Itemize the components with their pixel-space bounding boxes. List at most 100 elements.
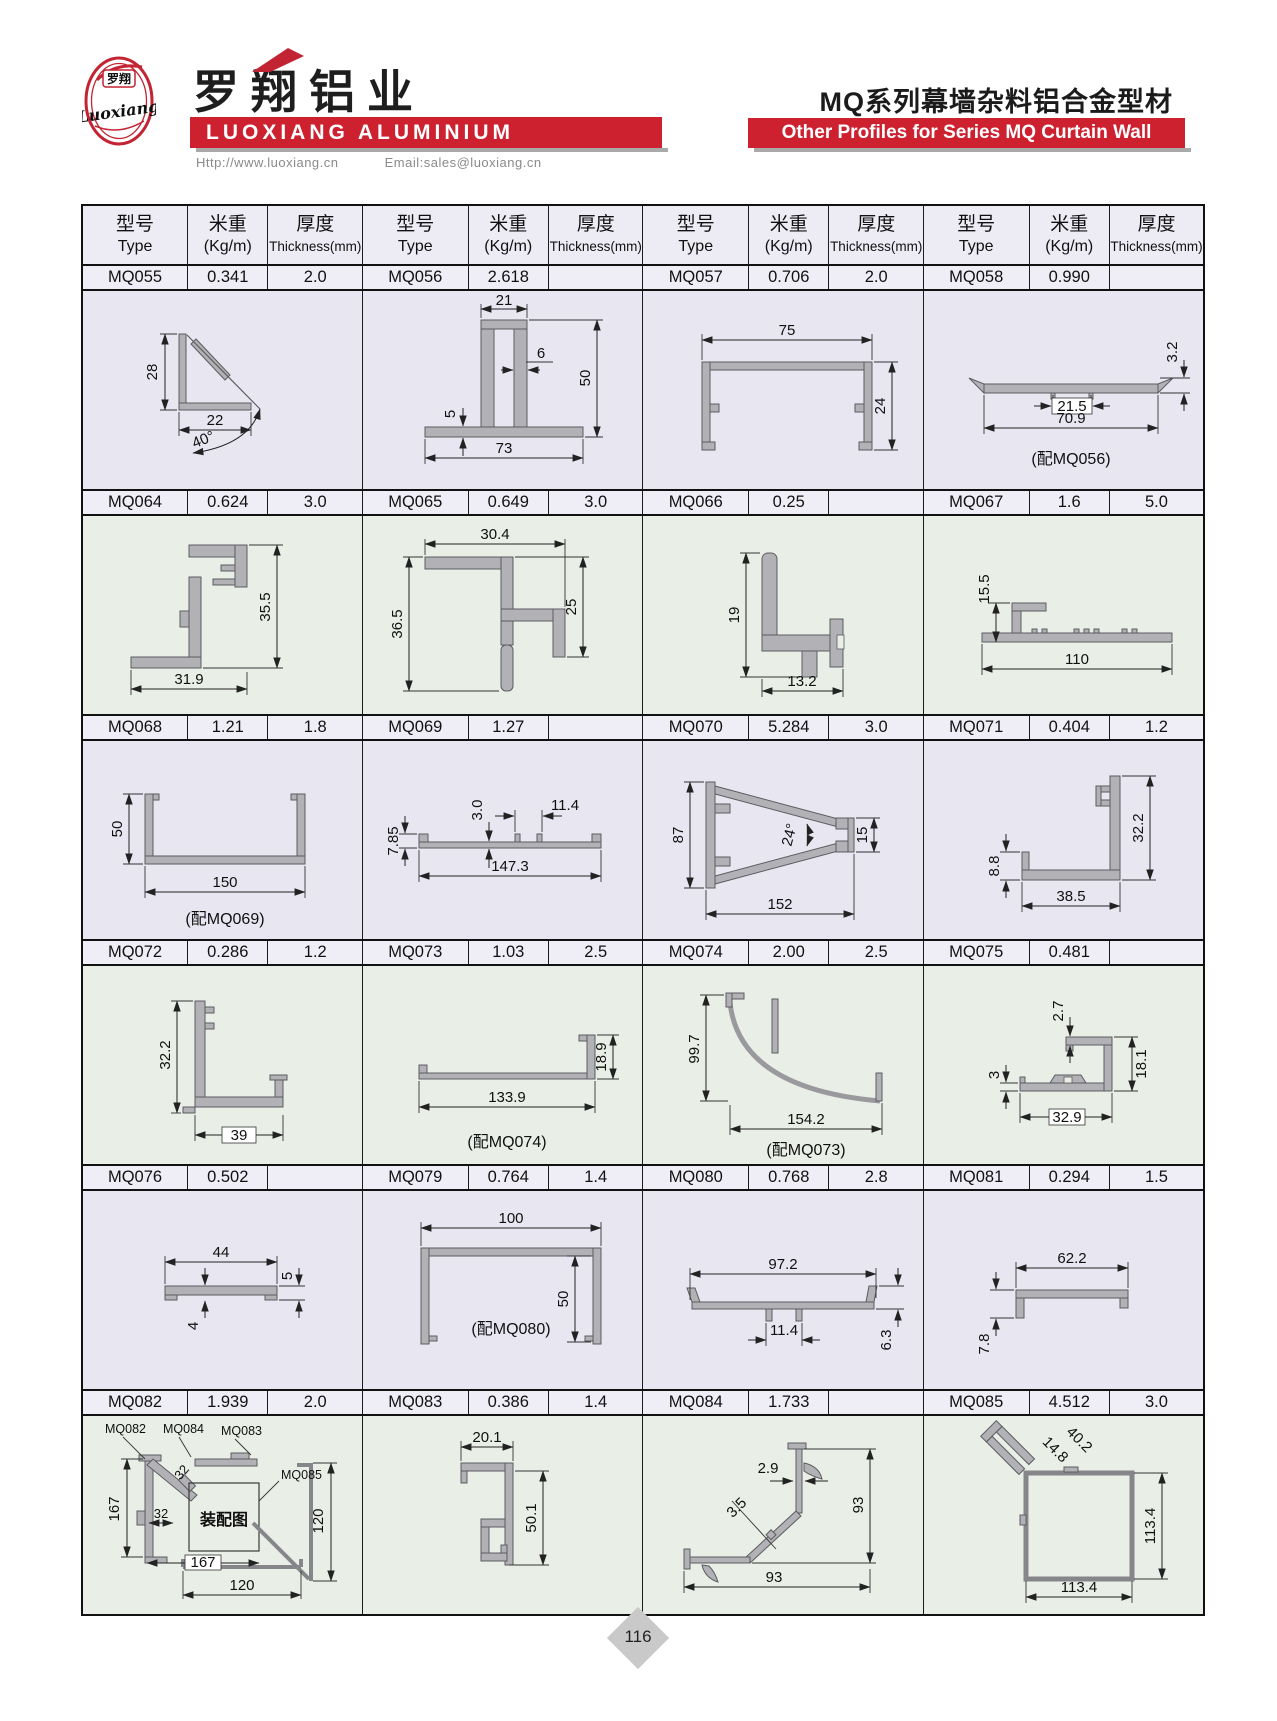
profile-shape: [980, 1419, 1135, 1582]
dim-label: 93: [850, 1497, 867, 1514]
drawing-cell-mq074: 99.7 154.2 (配MQ073): [642, 964, 924, 1166]
thickness-cell: 1.2: [267, 939, 363, 966]
type-cell: MQ066: [642, 489, 750, 516]
profile-drawing-mq085: 40.2 14.8 113.4 113.4: [980, 1419, 1168, 1603]
type-cell: MQ057: [642, 264, 750, 291]
weight-cell: 0.404: [1028, 714, 1110, 741]
dimensions: 21 6 50 5 73: [424, 292, 604, 464]
assembly-caption: 装配图: [199, 1510, 248, 1529]
profile-shape: [420, 1247, 602, 1345]
dimensions: 97.2 11.4 6.3: [689, 1256, 904, 1350]
dim-label: 4: [185, 1322, 202, 1330]
profile-shape: [1019, 1036, 1113, 1092]
type-cell: MQ067: [922, 489, 1030, 516]
thickness-cell: [1108, 939, 1205, 966]
profile-shape: [685, 1285, 878, 1322]
drawing-cell-mq055: 28 22 40°: [81, 289, 363, 491]
type-cell: MQ083: [361, 1389, 469, 1416]
dim-label: 154.2: [787, 1111, 825, 1128]
profile-shape: [968, 377, 1174, 400]
dim-label: 24°: [778, 822, 800, 848]
dim-label: 87: [670, 827, 687, 844]
dim-label: 50: [577, 370, 594, 387]
weight-cell: 0.386: [467, 1389, 549, 1416]
thickness-cell: [547, 714, 644, 741]
dim-label: 35.5: [257, 592, 274, 621]
weight-cell: 1.03: [467, 939, 549, 966]
drawing-cell-mq067: 15.5 110: [922, 514, 1205, 716]
profile-drawing-mq076: 44 5 4: [164, 1244, 305, 1330]
dim-label: 5: [279, 1272, 296, 1280]
dim-label: 20.1: [473, 1429, 502, 1446]
dim-label: 24: [872, 398, 889, 415]
dim-label: 75: [778, 322, 795, 339]
profile-shape: [418, 833, 602, 849]
drawing-cell-mq075: 2.7 18.1 3 32.9: [922, 964, 1205, 1166]
dim-label: 152: [767, 896, 792, 913]
thickness-cell: [828, 489, 924, 516]
spec-row: MQ076 0.502 MQ079 0.764 1.4 MQ080 0.768 …: [81, 1164, 1205, 1191]
type-cell: MQ081: [922, 1164, 1030, 1191]
drawing-row: 32.2 39 1: [81, 964, 1205, 1166]
dimensions: 35.5 31.9: [130, 544, 283, 695]
dim-label: 11.4: [770, 1322, 798, 1339]
drawing-cell-mq076: 44 5 4: [81, 1189, 363, 1391]
dim-label: 32: [154, 1506, 168, 1521]
thickness-cell: 3.0: [267, 489, 363, 516]
profile-shape: [418, 1034, 596, 1080]
contact-line: Http://www.luoxiang.cn Email:sales@luoxi…: [196, 155, 584, 170]
type-cell: MQ074: [642, 939, 750, 966]
drawing-cell-mq084: 2.9 3.5 93 93: [642, 1414, 924, 1616]
dim-label: 113.4: [1142, 1508, 1159, 1544]
profile-drawing-mq068: 50 150 (配MQ069): [109, 793, 306, 928]
dimensions: 2.9 3.5 93 93: [683, 1448, 876, 1593]
profile-drawing-mq080: 97.2 11.4 6.3: [685, 1256, 904, 1350]
dimensions: 44 5 4: [164, 1244, 305, 1330]
dim-label: 25: [563, 599, 580, 616]
dim-label: 50: [555, 1291, 572, 1308]
thickness-cell: 1.8: [267, 714, 363, 741]
website-url: Http://www.luoxiang.cn: [196, 155, 339, 170]
drawing-cell-mq071: 32.2 8.8 38.5: [922, 739, 1205, 941]
type-cell: MQ085: [922, 1389, 1030, 1416]
dim-label: 50.1: [523, 1503, 540, 1532]
thickness-cell: [1108, 264, 1205, 291]
title-swoosh-icon: [252, 48, 304, 72]
profile-drawing-mq074: 99.7 154.2 (配MQ073): [686, 992, 883, 1159]
pairing-note: (配MQ073): [766, 1141, 845, 1159]
pairing-note: (配MQ056): [1031, 450, 1110, 468]
pairing-note: (配MQ080): [472, 1320, 551, 1338]
dim-label: 32.2: [1130, 813, 1147, 842]
dimensions: 2.7 18.1 3 32.9: [986, 1001, 1150, 1126]
spec-row: MQ068 1.21 1.8 MQ069 1.27 MQ070 5.284 3.…: [81, 714, 1205, 741]
thickness-cell: 1.5: [1108, 1164, 1205, 1191]
thickness-cell: 3.0: [547, 489, 644, 516]
thickness-cell: [828, 1389, 924, 1416]
profile-drawing-mq075: 2.7 18.1 3 32.9: [986, 1001, 1150, 1126]
spec-row: MQ072 0.286 1.2 MQ073 1.03 2.5 MQ074 2.0…: [81, 939, 1205, 966]
weight-cell: 2.00: [748, 939, 830, 966]
thickness-cell: 2.8: [828, 1164, 924, 1191]
dim-label: 3: [986, 1071, 1003, 1079]
col-header-weight: 米重(Kg/m): [467, 204, 549, 266]
drawing-row: 28 22 40°: [81, 289, 1205, 491]
profile-shape: [130, 544, 248, 669]
drawing-cell-mq069: 3.0 11.4 7.85 147.3: [361, 739, 644, 941]
dim-label: 97.2: [768, 1256, 797, 1273]
drawing-cell-mq068: 50 150 (配MQ069): [81, 739, 363, 941]
thickness-cell: [547, 264, 644, 291]
type-cell: MQ071: [922, 714, 1030, 741]
dim-label: 39: [231, 1127, 248, 1144]
weight-cell: 0.481: [1028, 939, 1110, 966]
dim-label: 38.5: [1056, 888, 1085, 905]
profile-shape: [1021, 775, 1121, 881]
dim-label: 100: [499, 1210, 524, 1227]
drawing-cell-mq079: 100 50 (配MQ080): [361, 1189, 644, 1391]
type-cell: MQ070: [642, 714, 750, 741]
type-cell: MQ064: [81, 489, 189, 516]
assembly-labels: MQ082 MQ084 MQ083 MQ085 装配图: [105, 1422, 322, 1529]
